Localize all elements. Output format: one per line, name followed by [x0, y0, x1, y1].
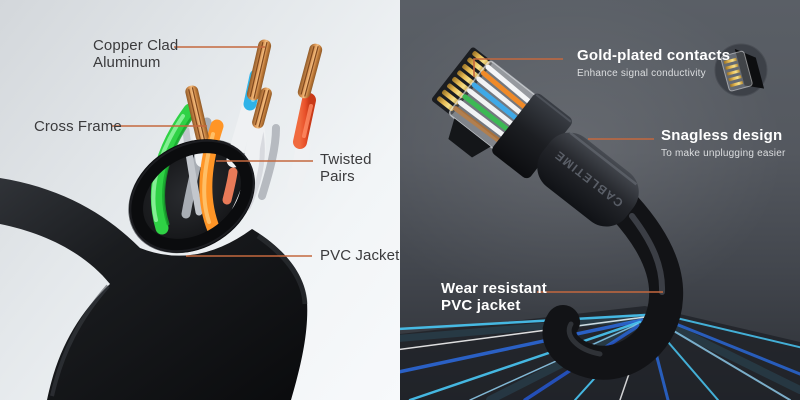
callout-wear-resistant-label: Wear resistant PVC jacket	[441, 280, 547, 314]
callout-snagless-label: Snagless design To make unplugging easie…	[661, 127, 786, 159]
right-leader-lines	[473, 58, 663, 293]
callout-twisted-pairs-line1: Twisted	[320, 151, 372, 168]
callout-gold-contacts-label: Gold-plated contacts Enhance signal cond…	[577, 47, 730, 79]
callout-cross-frame-label: Cross Frame	[34, 118, 122, 135]
callout-pvc-jacket-label: PVC Jacket	[320, 247, 399, 264]
snagless-title: Snagless design	[661, 127, 783, 144]
red-wire	[293, 93, 316, 149]
gold-contacts-subtitle: Enhance signal conductivity	[577, 68, 706, 79]
rj45-connector-illustration: CABLETIME	[400, 0, 800, 400]
gold-contacts-title: Gold-plated contacts	[577, 47, 731, 64]
snagless-subtitle: To make unplugging easier	[661, 148, 786, 159]
cable-hook	[542, 191, 684, 380]
wear-resistant-line2: PVC jacket	[441, 297, 521, 314]
callout-cross-frame-line1: Cross Frame	[34, 118, 122, 135]
callout-twisted-pairs-line2: Pairs	[320, 168, 355, 185]
pvc-jacket-body	[0, 178, 308, 400]
copper-strand-tufts	[185, 39, 323, 143]
gold-pins	[431, 47, 492, 115]
wear-resistant-line1: Wear resistant	[441, 280, 547, 297]
callout-copper-clad-line2: Aluminum	[93, 54, 161, 71]
callout-copper-clad-line1: Copper Clad	[93, 37, 179, 54]
rj45-connector: CABLETIME	[431, 47, 639, 227]
connector-body	[492, 93, 572, 179]
connector-latch	[448, 118, 491, 158]
callout-twisted-pairs-label: Twisted Pairs	[320, 151, 372, 185]
cable-cross-section-panel: Copper Clad Aluminum Cross Frame Twisted…	[0, 0, 400, 400]
connector-boot: CABLETIME	[537, 131, 639, 227]
connector-feature-panel: CABLETIME	[400, 0, 800, 400]
callout-pvc-jacket-line1: PVC Jacket	[320, 247, 400, 264]
cable-cross-section-illustration	[0, 39, 323, 400]
leader-gold-contacts	[473, 58, 563, 77]
contacts-closeup-inset	[714, 43, 768, 97]
left-leader-lines	[112, 46, 313, 257]
callout-copper-clad-label: Copper Clad Aluminum	[93, 37, 178, 71]
